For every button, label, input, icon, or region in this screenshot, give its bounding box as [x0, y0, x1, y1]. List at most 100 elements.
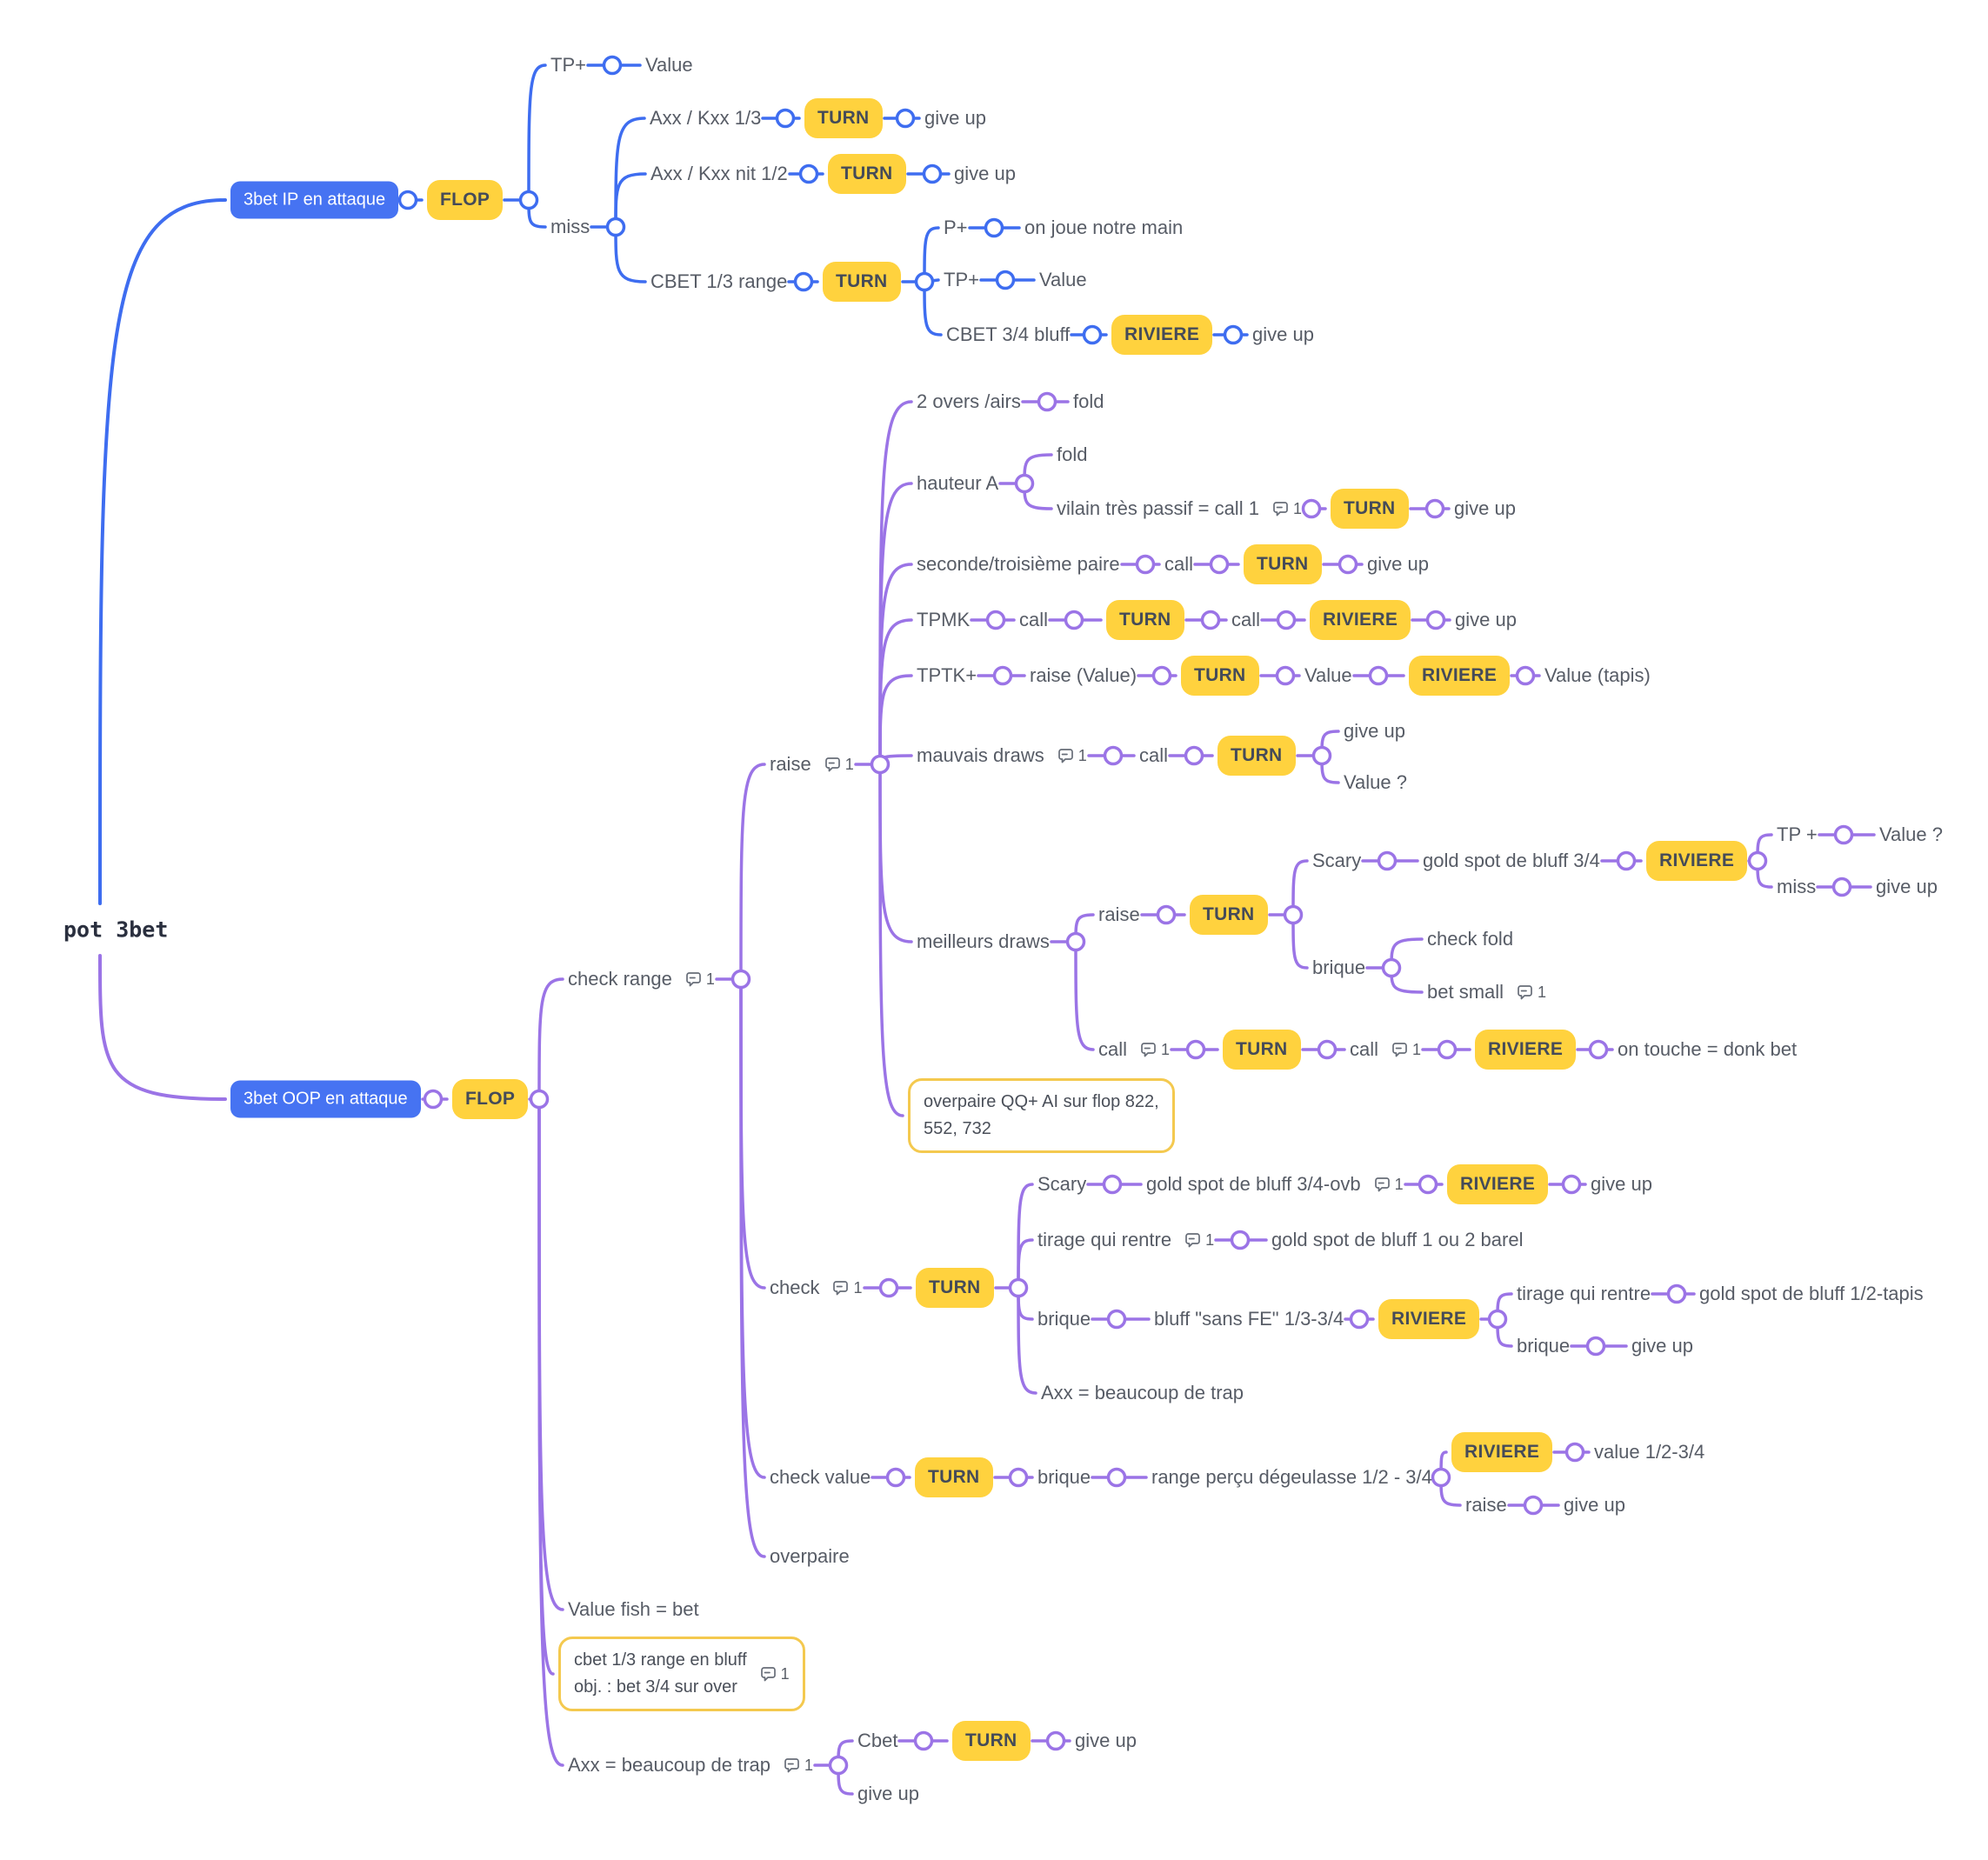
node-r_tptk_tapis[interactable]: Value (tapis) — [1544, 664, 1651, 687]
branch-toggle[interactable] — [1283, 904, 1304, 925]
node-c_tirage_gold[interactable]: gold spot de bluff 1 ou 2 barel — [1271, 1229, 1523, 1251]
node-m_raise[interactable]: raise — [1098, 903, 1140, 926]
branch-toggle[interactable] — [1276, 610, 1297, 630]
node-c_t2_gold[interactable]: gold spot de bluff 1/2-tapis — [1699, 1283, 1924, 1305]
branch-toggle[interactable] — [730, 969, 751, 990]
branch-toggle[interactable] — [870, 754, 891, 775]
branch-toggle[interactable] — [1523, 1495, 1544, 1516]
node-ip_cbet13[interactable]: CBET 1/3 range — [650, 270, 787, 293]
branch-toggle[interactable] — [1275, 665, 1296, 686]
branch-toggle[interactable] — [1185, 1039, 1206, 1060]
branch-toggle[interactable] — [1666, 1283, 1687, 1304]
node-c_axx[interactable]: Axx = beaucoup de trap — [1041, 1382, 1244, 1404]
branch-toggle[interactable] — [1106, 1467, 1127, 1488]
node-m_call_riv[interactable]: RIVIERE — [1475, 1030, 1577, 1070]
node-r_meilleurs[interactable]: meilleurs draws — [917, 930, 1050, 953]
node-axx2_giveup2[interactable]: give up — [857, 1783, 919, 1805]
branch-toggle[interactable] — [518, 190, 539, 210]
branch-toggle[interactable] — [1151, 665, 1172, 686]
node-r_2overs_fold[interactable]: fold — [1073, 390, 1104, 413]
node-c_scary_riv[interactable]: RIVIERE — [1447, 1164, 1549, 1204]
node-ip_cbet34_giveup[interactable]: give up — [1252, 323, 1314, 346]
node-r_tpmk[interactable]: TPMK — [917, 609, 970, 631]
branch-toggle[interactable] — [985, 610, 1006, 630]
node-r_mauvais_call[interactable]: call — [1139, 744, 1168, 767]
branch-toggle[interactable] — [1349, 1309, 1370, 1330]
node-r_tptk_turn[interactable]: TURN — [1181, 656, 1259, 696]
node-cv_raise_giveup[interactable]: give up — [1564, 1494, 1625, 1517]
comment-indicator[interactable]: 1 — [1139, 1041, 1170, 1059]
comment-indicator[interactable]: 1 — [1391, 1041, 1421, 1059]
branch-toggle[interactable] — [1377, 850, 1398, 871]
branch-toggle[interactable] — [1184, 745, 1204, 766]
node-ip_axxnit_giveup[interactable]: give up — [954, 163, 1016, 185]
branch-toggle[interactable] — [1616, 850, 1637, 871]
branch-toggle[interactable] — [1317, 1039, 1338, 1060]
branch-toggle[interactable] — [1230, 1230, 1251, 1250]
node-c_t2[interactable]: tirage qui rentre — [1517, 1283, 1651, 1305]
branch-toggle[interactable] — [1381, 957, 1402, 978]
branch-toggle[interactable] — [775, 108, 796, 129]
node-cv_riv[interactable]: RIVIERE — [1451, 1432, 1553, 1472]
branch-toggle[interactable] — [1424, 498, 1445, 519]
node-ip[interactable]: 3bet IP en attaque — [230, 181, 399, 219]
node-cv_raise[interactable]: raise — [1465, 1494, 1507, 1517]
node-m_scary[interactable]: Scary — [1312, 850, 1361, 872]
comment-indicator[interactable]: 1 — [684, 970, 715, 989]
node-r_tpmk_call1[interactable]: call — [1019, 609, 1048, 631]
node-m_donk[interactable]: on touche = donk bet — [1618, 1038, 1797, 1061]
branch-toggle[interactable] — [423, 1089, 444, 1110]
branch-toggle[interactable] — [397, 190, 418, 210]
node-r_tpmk_giveup[interactable]: give up — [1455, 609, 1517, 631]
branch-toggle[interactable] — [1833, 824, 1854, 845]
branch-toggle[interactable] — [1156, 904, 1177, 925]
node-r_tpmk_turn[interactable]: TURN — [1106, 600, 1184, 640]
branch-toggle[interactable] — [1368, 665, 1389, 686]
branch-toggle[interactable] — [992, 665, 1013, 686]
node-axx2_turn[interactable]: TURN — [952, 1721, 1031, 1761]
node-c_b2_giveup[interactable]: give up — [1631, 1335, 1693, 1357]
node-r_hautA[interactable]: hauteur A — [917, 472, 998, 495]
comment-indicator[interactable]: 1 — [1516, 983, 1546, 1002]
node-ip_axx13_giveup[interactable]: give up — [924, 107, 986, 130]
node-cv_range[interactable]: range perçu dégeulasse 1/2 - 3/4 — [1151, 1466, 1432, 1489]
node-r_tptk_raise[interactable]: raise (Value) — [1030, 664, 1137, 687]
node-m_scary_gold[interactable]: gold spot de bluff 3/4 — [1423, 850, 1600, 872]
comment-indicator[interactable]: 1 — [831, 1279, 863, 1297]
node-m_miss[interactable]: miss — [1777, 876, 1816, 898]
branch-toggle[interactable] — [913, 1730, 934, 1751]
node-r_vilain_giveup[interactable]: give up — [1454, 497, 1516, 520]
node-c_brique_riv[interactable]: RIVIERE — [1378, 1299, 1480, 1339]
branch-toggle[interactable] — [878, 1277, 899, 1298]
node-r_tptk_riv[interactable]: RIVIERE — [1409, 656, 1511, 696]
node-ip_axxnit_turn[interactable]: TURN — [828, 154, 906, 194]
branch-toggle[interactable] — [1431, 1467, 1451, 1488]
comment-indicator[interactable]: 1 — [1057, 747, 1087, 765]
node-m_tp[interactable]: TP + — [1777, 823, 1818, 846]
node-c_scary_giveup[interactable]: give up — [1591, 1173, 1652, 1196]
node-note_overpaire[interactable]: overpaire QQ+ AI sur flop 822,552, 732 — [908, 1078, 1175, 1153]
branch-toggle[interactable] — [1014, 473, 1035, 494]
node-m_brique[interactable]: brique — [1312, 957, 1365, 979]
branch-toggle[interactable] — [602, 55, 623, 76]
branch-toggle[interactable] — [885, 1467, 906, 1488]
node-ip_tp2_value[interactable]: Value — [1039, 269, 1087, 291]
node-m_call_turn[interactable]: TURN — [1223, 1030, 1301, 1070]
branch-toggle[interactable] — [1301, 498, 1322, 519]
branch-toggle[interactable] — [1082, 324, 1103, 345]
node-ip_tp2[interactable]: TP+ — [944, 269, 979, 291]
node-r_mauvais_turn[interactable]: TURN — [1217, 736, 1296, 776]
branch-toggle[interactable] — [1515, 665, 1536, 686]
node-r_seconde_giveup[interactable]: give up — [1367, 553, 1429, 576]
node-ip_miss[interactable]: miss — [550, 216, 590, 238]
branch-toggle[interactable] — [984, 217, 1004, 238]
branch-toggle[interactable] — [1585, 1336, 1606, 1357]
node-r_tptk_value[interactable]: Value — [1304, 664, 1352, 687]
branch-toggle[interactable] — [1209, 554, 1230, 575]
